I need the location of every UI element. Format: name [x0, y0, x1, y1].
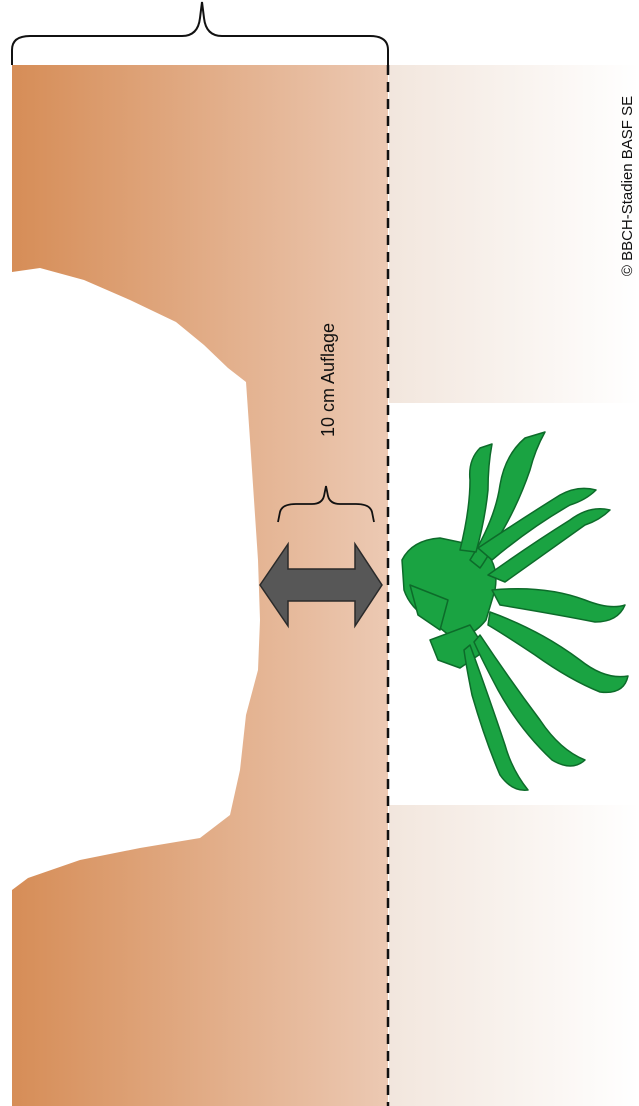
fade-strip-lower [389, 805, 639, 1106]
copyright-label: © BBCH-Stadien BASF SE [619, 96, 636, 276]
plant-illustration [402, 432, 628, 790]
fade-strip-upper [389, 65, 639, 403]
measurement-label: 10 cm Auflage [318, 323, 338, 437]
top-brace [12, 2, 388, 65]
